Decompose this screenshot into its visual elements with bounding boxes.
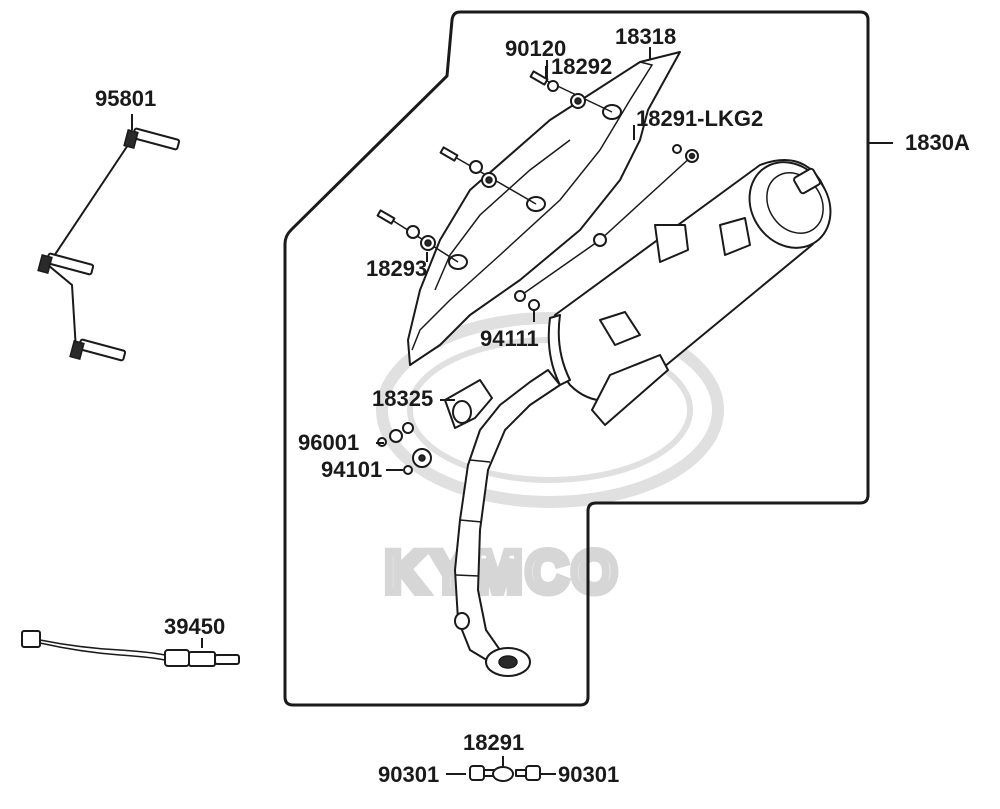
assembly-frame xyxy=(283,10,870,707)
label-18318: 18318 xyxy=(615,24,676,49)
label-39450: 39450 xyxy=(164,614,225,639)
label-96001: 96001 xyxy=(298,430,359,455)
exhaust-gasket xyxy=(444,379,493,429)
label-90120: 90120 xyxy=(505,36,566,61)
exhaust-pipe xyxy=(454,369,561,677)
label-90301-right: 90301 xyxy=(558,762,619,787)
bottom-fasteners xyxy=(446,756,556,782)
label-18291-lkg2: 18291-LKG2 xyxy=(636,106,763,131)
label-1830a: 1830A xyxy=(905,130,970,155)
o2-sensor xyxy=(21,630,240,667)
label-95801: 95801 xyxy=(95,86,156,111)
mount-bolts xyxy=(37,114,181,362)
muffler xyxy=(547,159,832,426)
stud-nuts xyxy=(376,422,432,475)
heat-shield xyxy=(407,51,681,366)
label-18292: 18292 xyxy=(551,54,612,79)
label-94111: 94111 xyxy=(480,326,539,351)
watermark-text: KYMCO xyxy=(385,540,621,605)
muffler-clamp-fasteners xyxy=(514,144,699,311)
label-90301-left: 90301 xyxy=(378,762,439,787)
label-94101: 94101 xyxy=(321,457,382,482)
shield-fasteners xyxy=(376,70,613,263)
label-18293: 18293 xyxy=(366,256,427,281)
label-18291: 18291 xyxy=(463,730,524,755)
label-18325: 18325 xyxy=(372,386,433,411)
